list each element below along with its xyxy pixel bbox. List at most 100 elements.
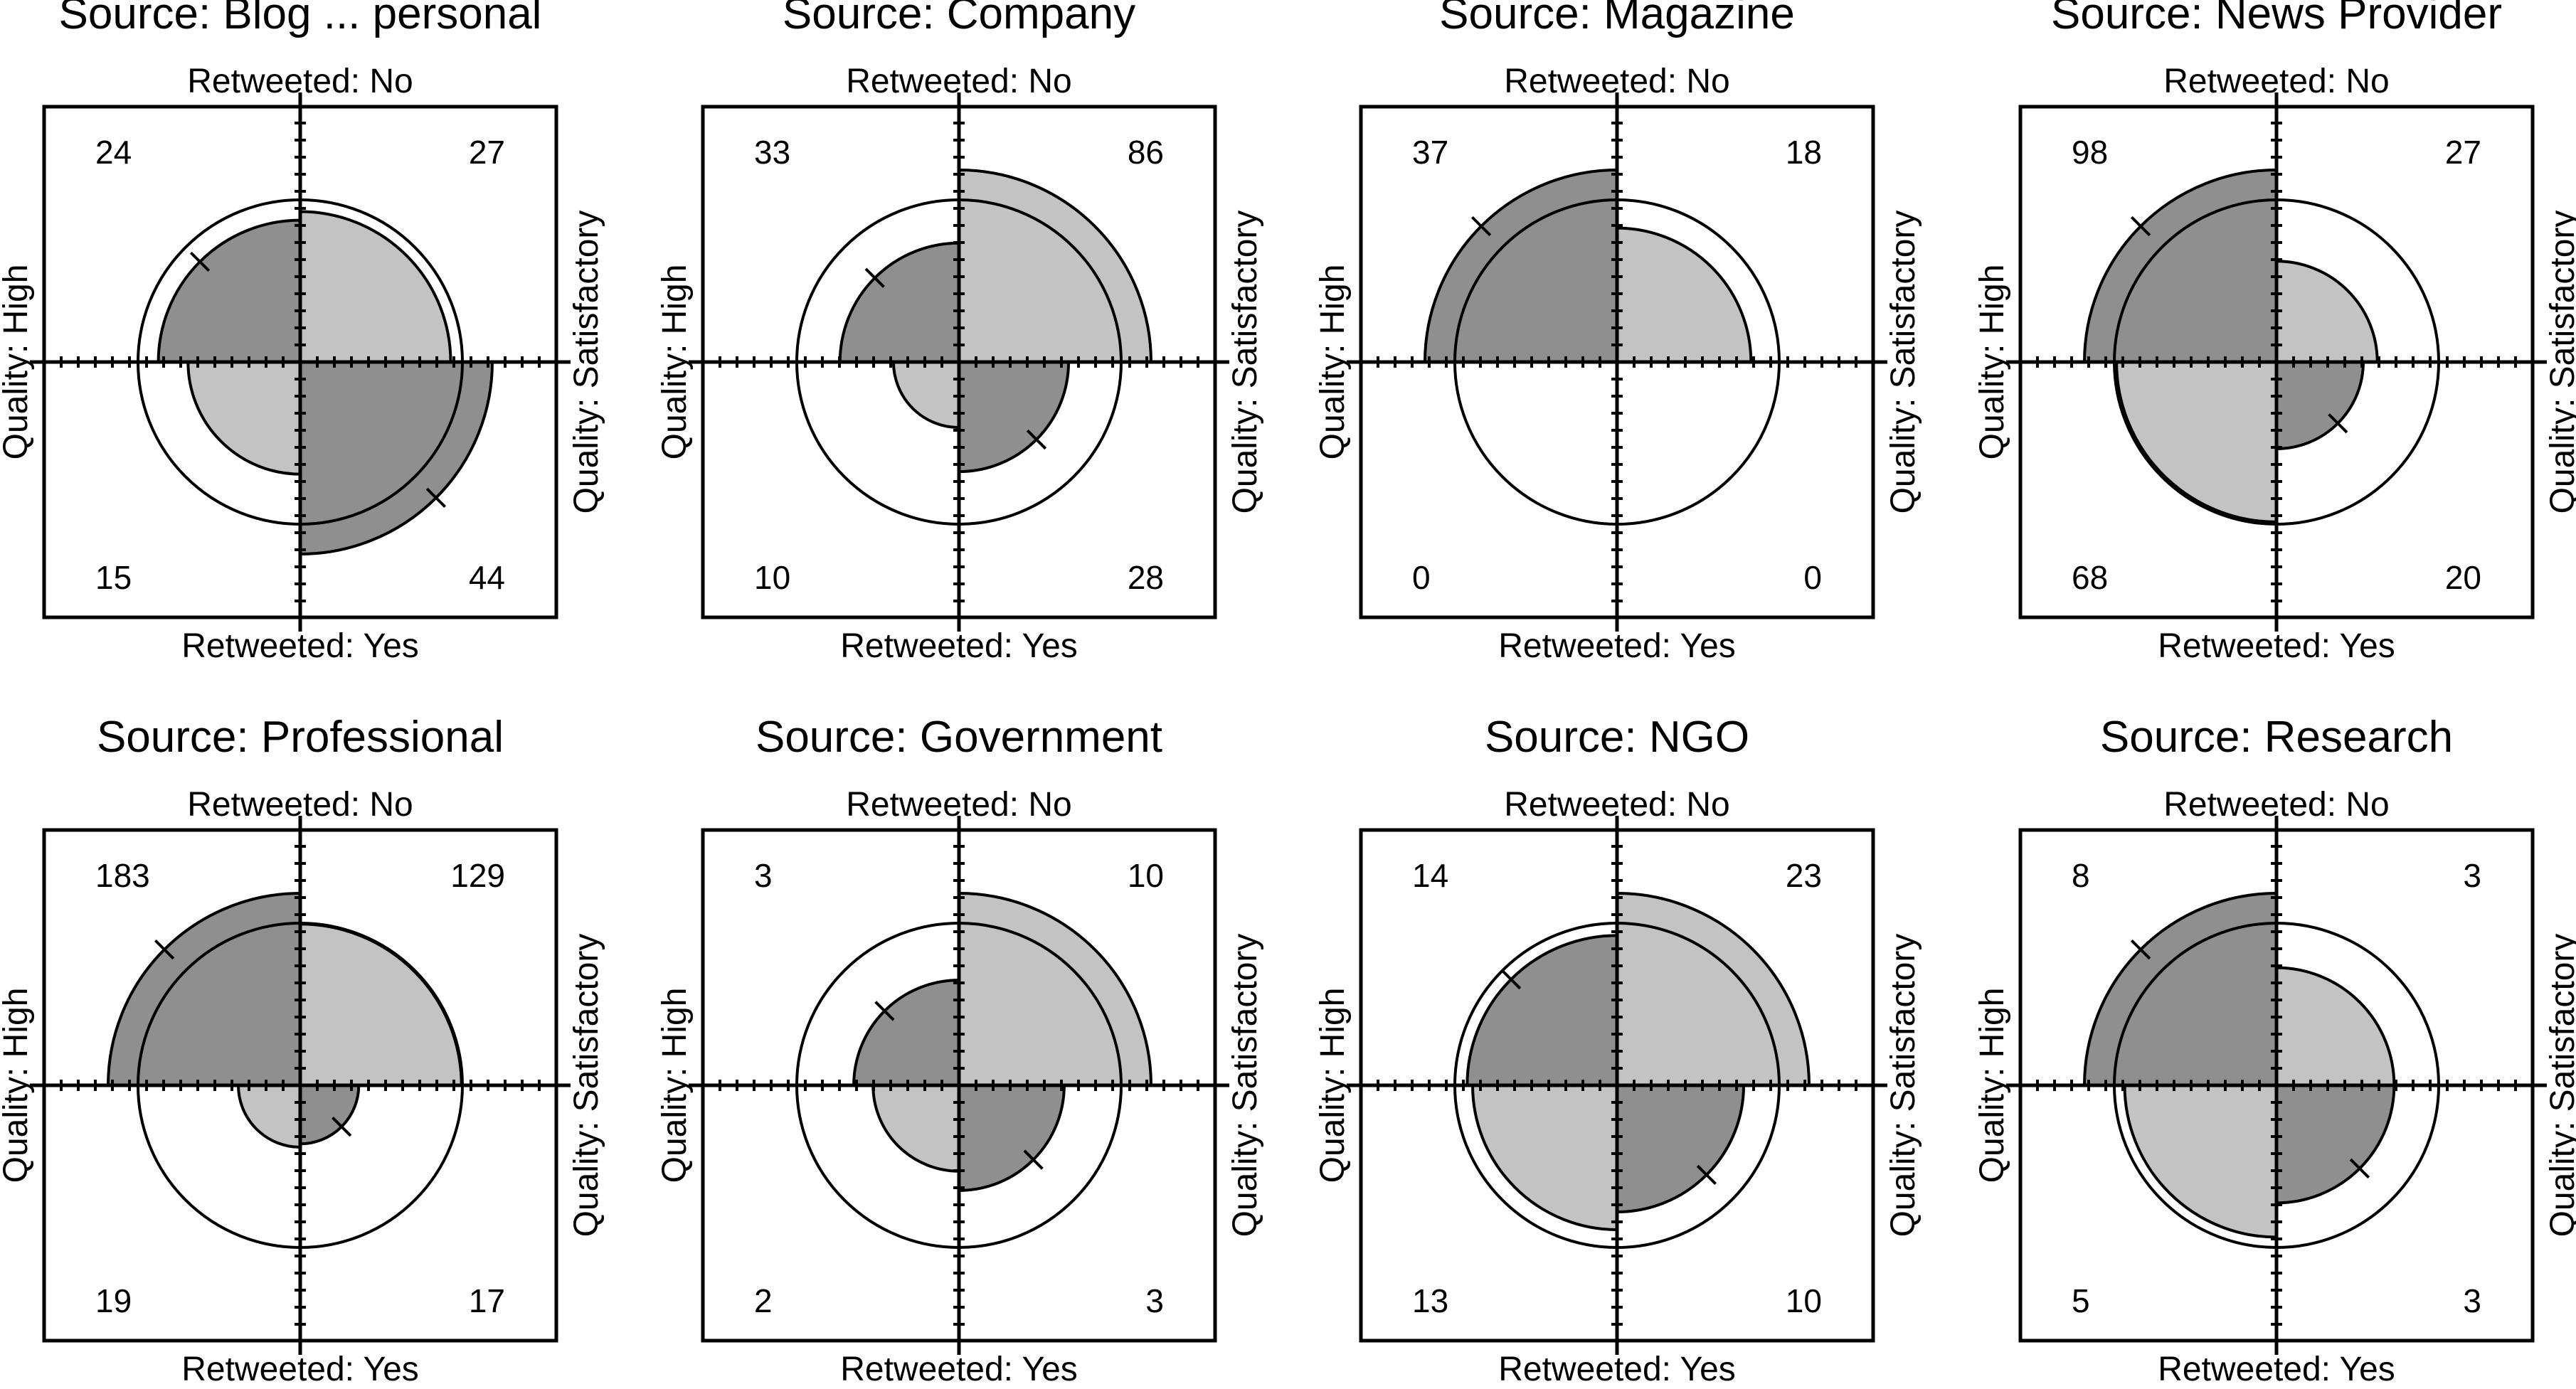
bottom-label: Retweeted: Yes [181, 1351, 419, 1388]
quadrant-sector-bottom-left [891, 361, 960, 430]
diagonal-tick [1023, 1149, 1044, 1170]
left-label: Quality: High [0, 988, 35, 1183]
diagonal-tick [1026, 429, 1047, 450]
panel-title: Source: Company [783, 0, 1135, 38]
cell-count-bottom-right: 0 [1803, 559, 1822, 596]
panel-title: Source: Government [756, 713, 1162, 762]
quadrant-sector-top-right [958, 891, 1153, 1087]
right-label: Quality: Satisfactory [2544, 934, 2576, 1238]
diagonal-tick [1696, 1164, 1717, 1186]
quadrant-sector-top-right [2275, 260, 2379, 363]
cell-count-top-left: 33 [754, 134, 790, 171]
cell-count-bottom-right: 17 [469, 1282, 505, 1319]
right-label: Quality: Satisfactory [1226, 211, 1264, 514]
cell-count-top-right: 3 [2463, 857, 2481, 894]
cell-count-top-right: 27 [469, 134, 505, 171]
cell-count-top-right: 86 [1128, 134, 1164, 171]
left-label: Quality: High [1973, 988, 2011, 1183]
cell-count-bottom-right: 20 [2445, 559, 2481, 596]
right-label: Quality: Satisfactory [568, 211, 605, 514]
bottom-label: Retweeted: Yes [181, 627, 419, 665]
cell-count-top-right: 18 [1786, 134, 1822, 171]
cell-count-bottom-left: 19 [95, 1282, 132, 1319]
cell-count-bottom-right: 3 [2463, 1282, 2481, 1319]
quadrant-sector-bottom-left [2123, 1084, 2278, 1239]
cell-count-top-left: 8 [2072, 857, 2090, 894]
diagonal-tick [2130, 939, 2151, 960]
diagonal-tick [2328, 413, 2348, 434]
diagonal-tick [874, 1001, 895, 1021]
left-label: Quality: High [1973, 265, 2011, 460]
cell-count-bottom-left: 5 [2072, 1282, 2090, 1319]
cell-count-top-right: 129 [450, 857, 505, 894]
quadrant-sector-bottom-left [186, 361, 302, 476]
bottom-label: Retweeted: Yes [840, 627, 1078, 665]
cell-count-bottom-left: 10 [754, 559, 790, 596]
bottom-label: Retweeted: Yes [840, 1351, 1078, 1388]
panel-title: Source: Research [2100, 713, 2453, 762]
diagonal-tick [332, 1117, 352, 1137]
cell-count-top-left: 3 [754, 857, 773, 894]
quadrant-sector-top-right [1616, 226, 1753, 363]
quadrant-sector-bottom-left [2115, 361, 2278, 523]
cell-count-top-right: 23 [1786, 857, 1822, 894]
cell-count-bottom-left: 68 [2072, 559, 2108, 596]
cell-count-bottom-right: 28 [1128, 559, 1164, 596]
right-label: Quality: Satisfactory [2544, 211, 2576, 514]
cell-count-top-left: 98 [2072, 134, 2108, 171]
bottom-label: Retweeted: Yes [2158, 1351, 2395, 1388]
cell-count-top-left: 24 [95, 134, 132, 171]
panel-title: Source: Magazine [1439, 0, 1795, 38]
bottom-label: Retweeted: Yes [2158, 627, 2395, 665]
diagonal-tick [2349, 1158, 2370, 1179]
cell-count-top-left: 14 [1412, 857, 1448, 894]
bottom-label: Retweeted: Yes [1498, 1351, 1736, 1388]
left-label: Quality: High [0, 265, 35, 460]
right-label: Quality: Satisfactory [1226, 934, 1264, 1238]
quadrant-sector-bottom-left [871, 1084, 960, 1173]
cell-count-bottom-left: 13 [1412, 1282, 1448, 1319]
cell-count-top-right: 27 [2445, 134, 2481, 171]
diagonal-tick [189, 251, 211, 272]
quadrant-sector-top-right [2275, 966, 2396, 1087]
right-label: Quality: Satisfactory [1885, 934, 1922, 1238]
quadrant-sector-top-right [958, 168, 1153, 363]
diagonal-tick [864, 267, 885, 288]
cell-count-bottom-right: 3 [1145, 1282, 1164, 1319]
panel-title: Source: News Provider [2051, 0, 2502, 38]
right-label: Quality: Satisfactory [568, 934, 605, 1238]
cell-count-bottom-left: 0 [1412, 559, 1431, 596]
right-label: Quality: Satisfactory [1885, 211, 1922, 514]
left-label: Quality: High [656, 265, 694, 460]
left-label: Quality: High [656, 988, 694, 1183]
cell-count-bottom-left: 15 [95, 559, 132, 596]
diagonal-tick [154, 939, 175, 960]
diagonal-tick [425, 487, 447, 509]
quadrant-sector-top-right [299, 210, 452, 363]
panel-title: Source: Blog ... personal [59, 0, 542, 38]
panel-title: Source: NGO [1485, 713, 1749, 762]
quadrant-sector-bottom-left [236, 1084, 302, 1149]
cell-count-bottom-right: 44 [469, 559, 505, 596]
quadrant-sector-top-right [1616, 891, 1811, 1087]
bottom-label: Retweeted: Yes [1498, 627, 1736, 665]
cell-count-top-left: 183 [95, 857, 150, 894]
diagonal-tick [2130, 215, 2151, 237]
left-label: Quality: High [1314, 265, 1352, 460]
cell-count-bottom-right: 10 [1786, 1282, 1822, 1319]
cell-count-top-left: 37 [1412, 134, 1448, 171]
cell-count-top-right: 10 [1128, 857, 1164, 894]
left-label: Quality: High [1314, 988, 1352, 1183]
diagonal-tick [1500, 969, 1522, 990]
quadrant-sector-bottom-left [1471, 1084, 1618, 1231]
cell-count-bottom-left: 2 [754, 1282, 773, 1319]
